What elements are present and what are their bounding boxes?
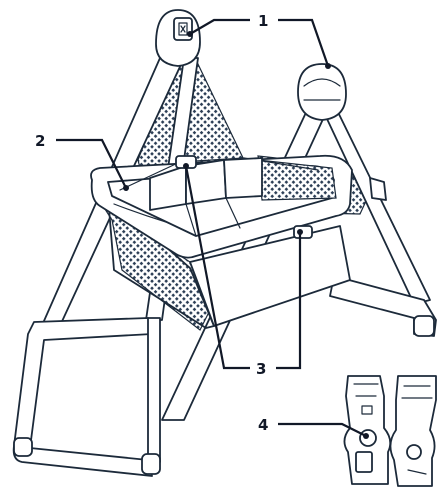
callout-number-3: 3	[256, 360, 266, 378]
callout-4-leader	[278, 422, 369, 439]
swing-head-left	[155, 9, 201, 67]
bassinet-basket	[90, 154, 353, 331]
swing-head-right	[297, 63, 347, 121]
callout-1-leader	[187, 18, 331, 69]
callout-3-leader	[183, 163, 303, 370]
attachment-bracket-left	[343, 375, 392, 485]
attachment-bracket-right	[389, 375, 437, 487]
callout-number-2: 2	[35, 132, 45, 150]
callout-number-1: 1	[258, 12, 268, 30]
callout-number-4: 4	[258, 416, 268, 434]
callout-2-leader	[56, 138, 129, 191]
